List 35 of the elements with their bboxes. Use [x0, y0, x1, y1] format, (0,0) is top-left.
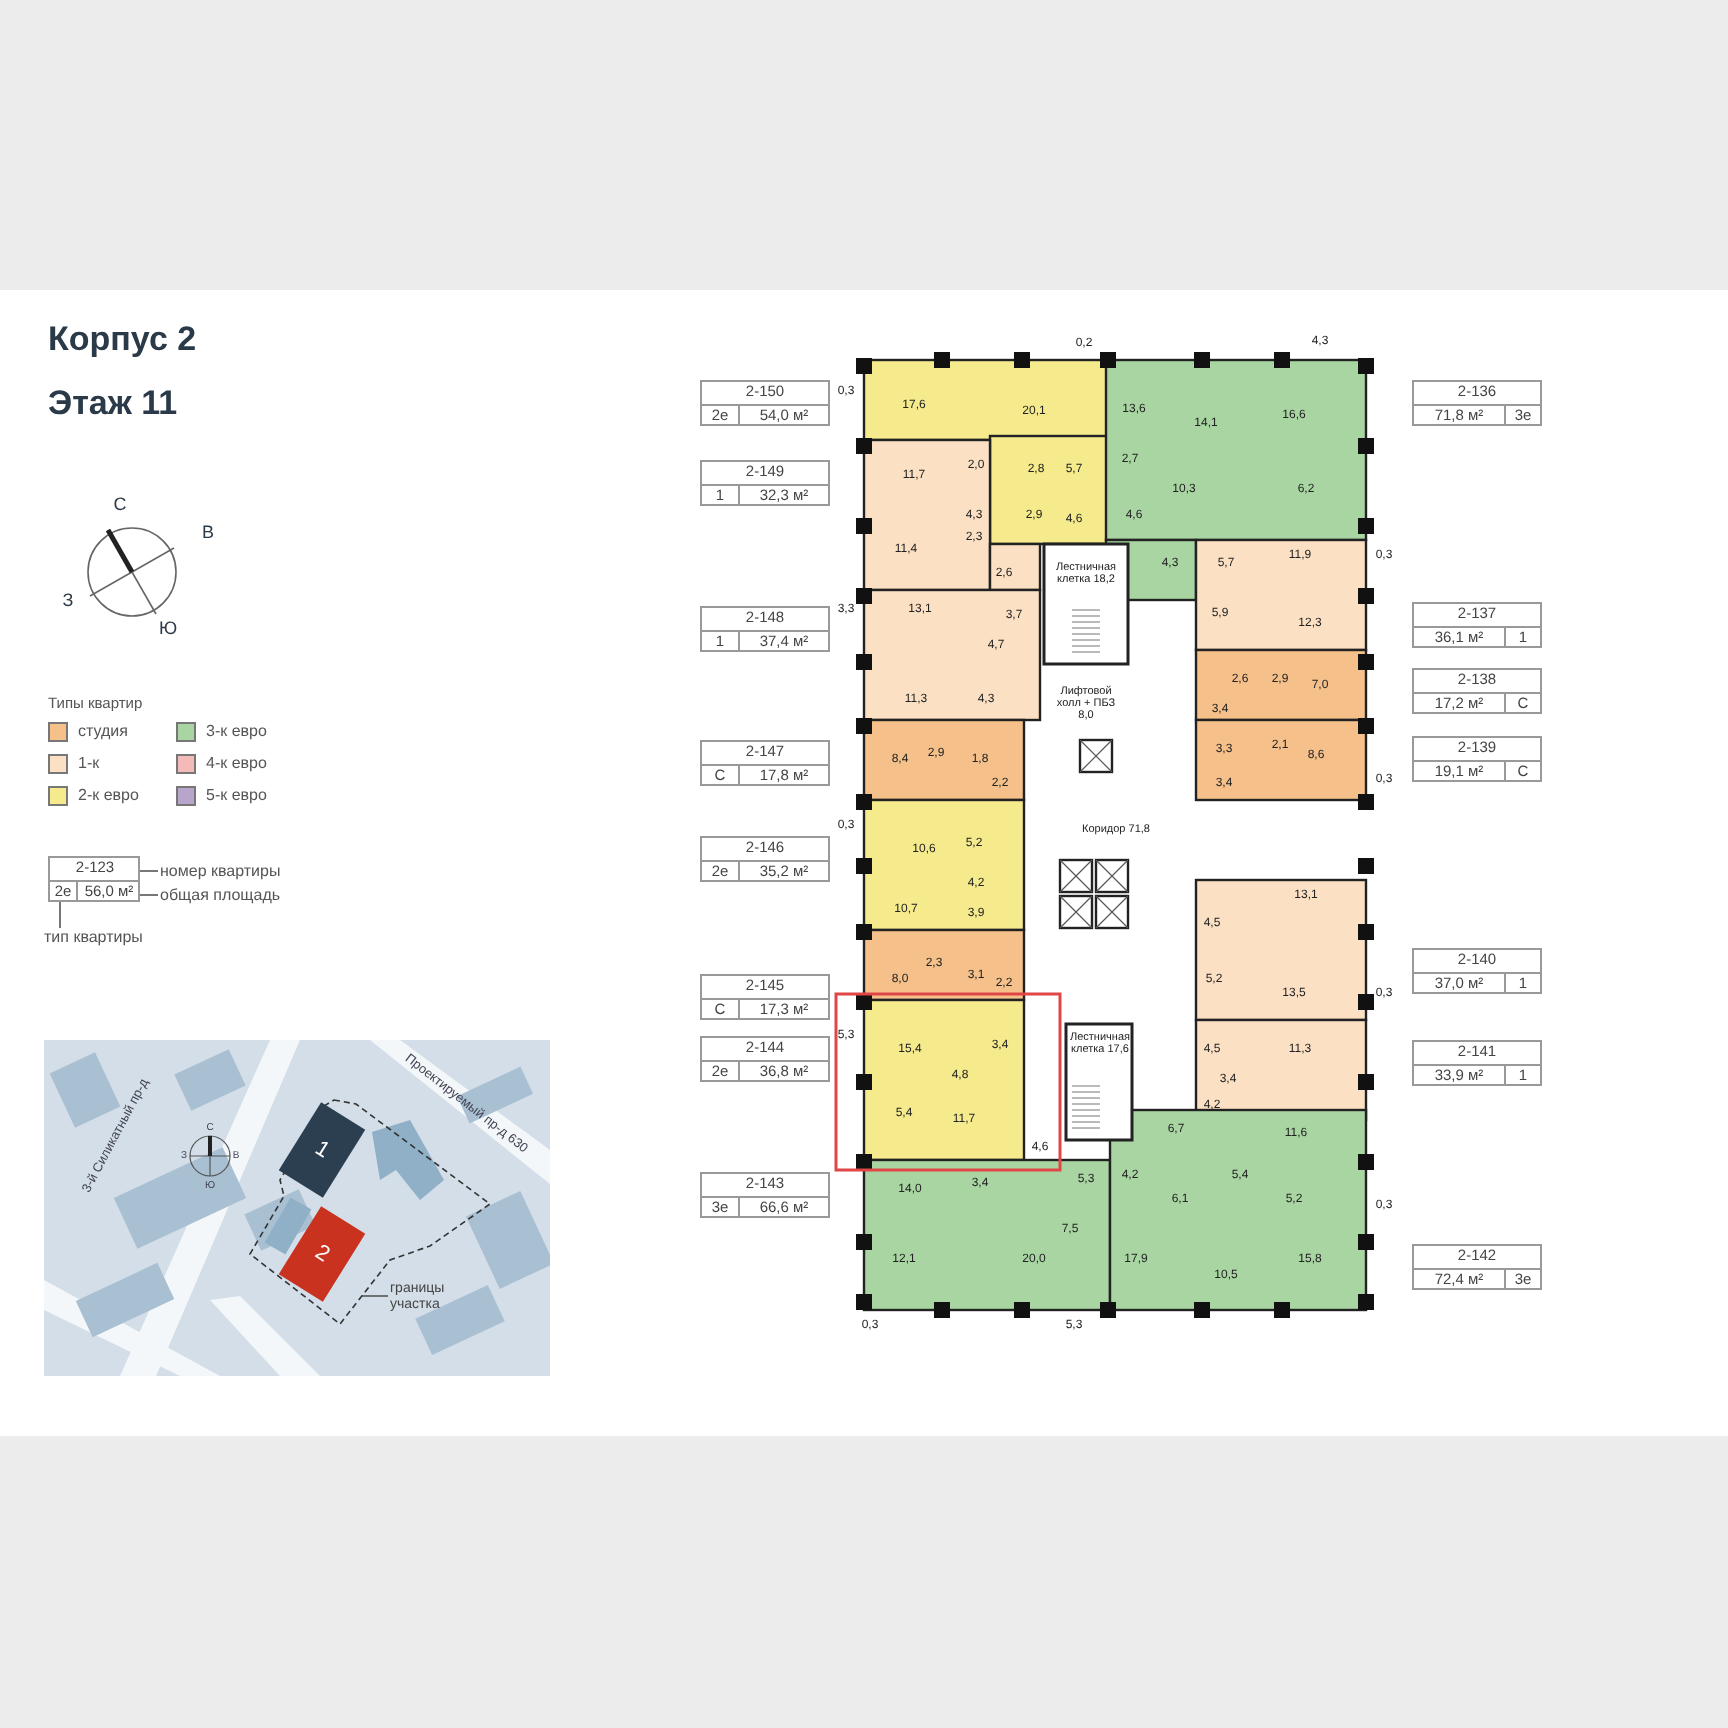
compass-letter: С: [113, 494, 127, 514]
apartment-tag: [1412, 736, 1542, 782]
legend-text: 4-к евро: [206, 754, 267, 774]
legend-text: 3-к евро: [206, 722, 267, 742]
legend-text: студия: [78, 722, 128, 742]
apartment-tag: [1412, 1244, 1542, 1290]
apartment-tag: [700, 836, 830, 882]
apartment-tag: [1412, 668, 1542, 714]
leader-line: [139, 894, 159, 896]
apartment-tag: [700, 1172, 830, 1218]
title: Корпус 2: [48, 320, 197, 360]
compass-letter: Ю: [158, 618, 178, 638]
apartment-tag: [48, 856, 140, 902]
apartment-tag: [700, 380, 830, 426]
apartment-tag: [700, 606, 830, 652]
apartment-tag: [1412, 1040, 1542, 1086]
apartment-tag: [1412, 602, 1542, 648]
apartment-tag: [700, 1036, 830, 1082]
legend-note: общая площадь: [160, 886, 281, 904]
legend-note: номер квартиры: [160, 862, 281, 880]
apartment-tag: [700, 460, 830, 506]
legend-text: 1-к: [78, 754, 100, 774]
compass-letter: В: [202, 522, 214, 542]
legend-text: 2-к евро: [78, 786, 139, 806]
apartment-tag: [700, 974, 830, 1020]
apartment-tag: [700, 740, 830, 786]
leader-line: [361, 1295, 389, 1297]
compass-letter: З: [62, 590, 74, 610]
legend-text: 5-к евро: [206, 786, 267, 806]
apartment-tag: [1412, 948, 1542, 994]
legend-note: тип квартиры: [44, 928, 143, 946]
subtitle: Этаж 11: [48, 384, 178, 424]
apartment-tag: [1412, 380, 1542, 426]
leader-line: [139, 870, 159, 872]
leader-line: [59, 901, 61, 929]
